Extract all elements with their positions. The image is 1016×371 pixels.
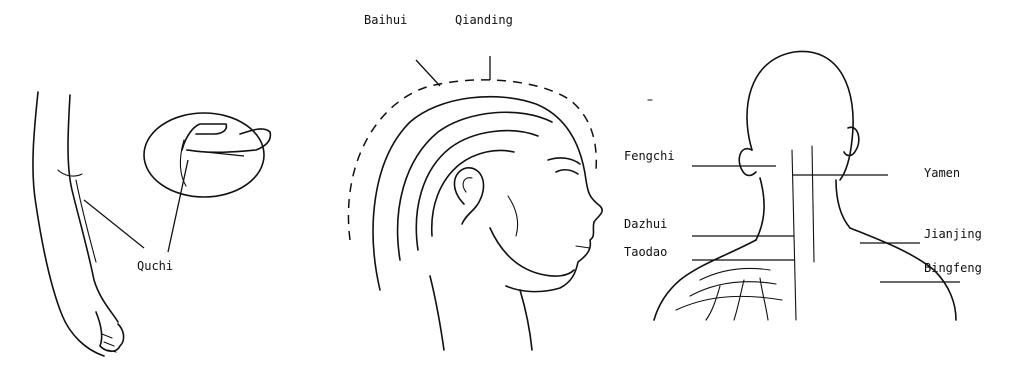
label-quchi: Quchi: [137, 259, 173, 273]
back-neck-right: [836, 180, 850, 228]
head-mouth: [576, 246, 590, 248]
label-yamen: Yamen: [924, 166, 960, 180]
arm-inset-forearm: [188, 129, 270, 152]
head-hair-line-3: [432, 151, 514, 237]
head-hair-line-2: [416, 131, 538, 250]
head-hair-line-1: [398, 112, 552, 260]
baihui-pointer: [416, 60, 440, 86]
head-side-figure: Baihui Qianding: [348, 13, 602, 350]
quchi-pointer-arm: [84, 200, 144, 248]
arm-figure: Quchi: [33, 92, 270, 356]
head-cheek: [508, 196, 518, 236]
back-head-outline: [747, 51, 853, 180]
back-ear-left: [739, 149, 756, 176]
head-eye: [556, 170, 578, 174]
head-jaw: [490, 228, 574, 276]
label-bingfeng: Bingfeng: [924, 261, 982, 275]
head-back-figure: Fengchi Yamen Dazhui Taodao Jianjing Bin…: [624, 51, 982, 320]
head-neck-front: [520, 290, 532, 350]
arm-inset-elbow: [182, 124, 226, 150]
head-outline: [373, 97, 602, 292]
head-eyebrow: [548, 158, 580, 164]
label-qianding: Qianding: [455, 13, 513, 27]
arm-outline-inner: [68, 95, 118, 322]
back-neck-left: [756, 178, 764, 240]
label-jianjing: Jianjing: [924, 227, 982, 241]
quchi-pointer-inset: [168, 160, 188, 252]
back-muscles-left: [676, 268, 782, 320]
arm-hand: [96, 312, 124, 351]
head-ear: [454, 168, 483, 224]
arm-forearm-line: [76, 180, 96, 262]
head-neck-back: [430, 276, 444, 350]
back-shoulder-left: [654, 240, 756, 320]
head-ear-inner: [463, 178, 472, 192]
label-dazhui: Dazhui: [624, 217, 667, 231]
label-taodao: Taodao: [624, 245, 667, 259]
label-fengchi: Fengchi: [624, 149, 675, 163]
label-baihui: Baihui: [364, 13, 407, 27]
arm-inset-circle: [144, 113, 264, 197]
back-spine-line-2: [812, 146, 814, 262]
